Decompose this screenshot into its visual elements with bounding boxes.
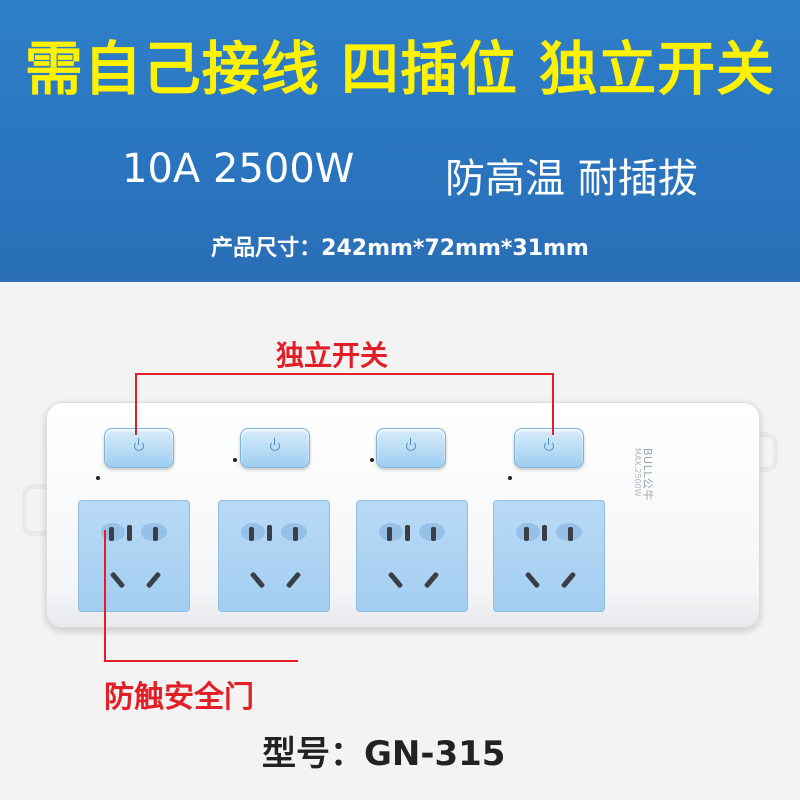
socket-1 bbox=[78, 500, 190, 612]
spec-features: 防高温 耐插拔 bbox=[445, 156, 698, 202]
shutter-callout-line bbox=[104, 660, 298, 662]
socket-slot bbox=[387, 571, 404, 589]
switch-callout-line bbox=[135, 373, 554, 375]
top-banner: 需自己接线 四插位 独立开关 10A 2500W 防高温 耐插拔 产品尺寸：24… bbox=[0, 0, 800, 282]
indicator-led bbox=[370, 458, 374, 462]
socket-slot bbox=[423, 571, 440, 589]
socket-slot bbox=[387, 527, 392, 541]
shutter-callout-line bbox=[104, 530, 106, 662]
indicator-led bbox=[233, 458, 237, 462]
shutter-callout-label: 防触安全门 bbox=[104, 680, 254, 715]
socket-slot bbox=[431, 527, 436, 541]
switch-callout-line bbox=[552, 373, 554, 435]
switch-3 bbox=[376, 428, 446, 468]
headline: 需自己接线 四插位 独立开关 bbox=[24, 35, 776, 103]
socket-slot bbox=[542, 525, 547, 541]
power-icon bbox=[270, 438, 280, 451]
socket-slot bbox=[524, 571, 541, 589]
socket-slot bbox=[267, 525, 272, 541]
socket-3 bbox=[356, 500, 468, 612]
power-icon bbox=[134, 438, 144, 451]
socket-4 bbox=[493, 500, 605, 612]
socket-slot bbox=[109, 571, 126, 589]
indicator-led bbox=[96, 476, 100, 480]
brand-logo-text: BULL公牛 bbox=[641, 448, 654, 501]
socket-slot bbox=[568, 527, 573, 541]
socket-slot bbox=[293, 527, 298, 541]
hanging-hook-right bbox=[746, 432, 778, 472]
spec-power: 10A 2500W bbox=[122, 146, 355, 192]
model-number: 型号：GN-315 bbox=[262, 734, 506, 774]
brand-mark: BULL公牛 MAX.2500W bbox=[633, 448, 662, 558]
switch-1 bbox=[104, 428, 174, 468]
switch-4 bbox=[514, 428, 584, 468]
socket-slot bbox=[249, 571, 266, 589]
socket-slot bbox=[285, 571, 302, 589]
socket-slot bbox=[145, 571, 162, 589]
hanging-hook-left bbox=[22, 484, 52, 536]
indicator-led bbox=[508, 476, 512, 480]
socket-slot bbox=[560, 571, 577, 589]
power-icon bbox=[544, 438, 554, 451]
socket-slot bbox=[524, 527, 529, 541]
socket-2 bbox=[218, 500, 330, 612]
socket-slot bbox=[109, 527, 114, 541]
socket-slot bbox=[405, 525, 410, 541]
socket-slot bbox=[153, 527, 158, 541]
rating-text: MAX.2500W bbox=[633, 448, 642, 497]
switch-2 bbox=[240, 428, 310, 468]
socket-slot bbox=[249, 527, 254, 541]
product-size: 产品尺寸：242mm*72mm*31mm bbox=[211, 236, 589, 261]
power-icon bbox=[406, 438, 416, 451]
spec-row: 10A 2500W 防高温 耐插拔 bbox=[0, 146, 800, 202]
socket-slot bbox=[127, 525, 132, 541]
switch-callout-line bbox=[135, 373, 137, 435]
switch-callout-label: 独立开关 bbox=[276, 339, 389, 372]
